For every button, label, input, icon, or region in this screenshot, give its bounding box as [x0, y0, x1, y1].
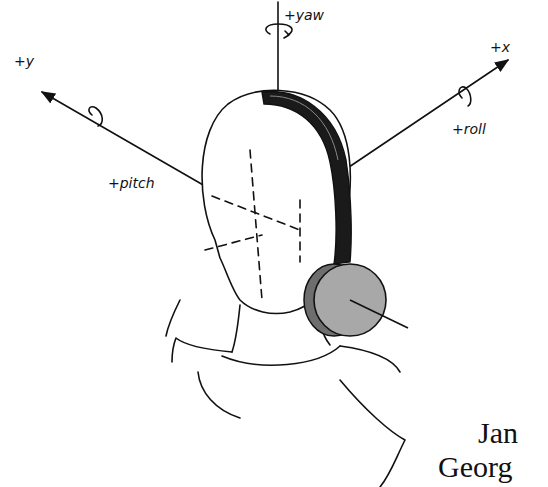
rotation-label: +pitch — [108, 176, 155, 190]
axis-label: +yaw — [284, 8, 324, 22]
rotation-label: +roll — [452, 122, 486, 136]
axis-label: +x — [490, 40, 510, 54]
axis-label: +y — [14, 54, 34, 68]
author-text: Georg — [438, 452, 512, 482]
author-text: Jan — [478, 418, 518, 448]
